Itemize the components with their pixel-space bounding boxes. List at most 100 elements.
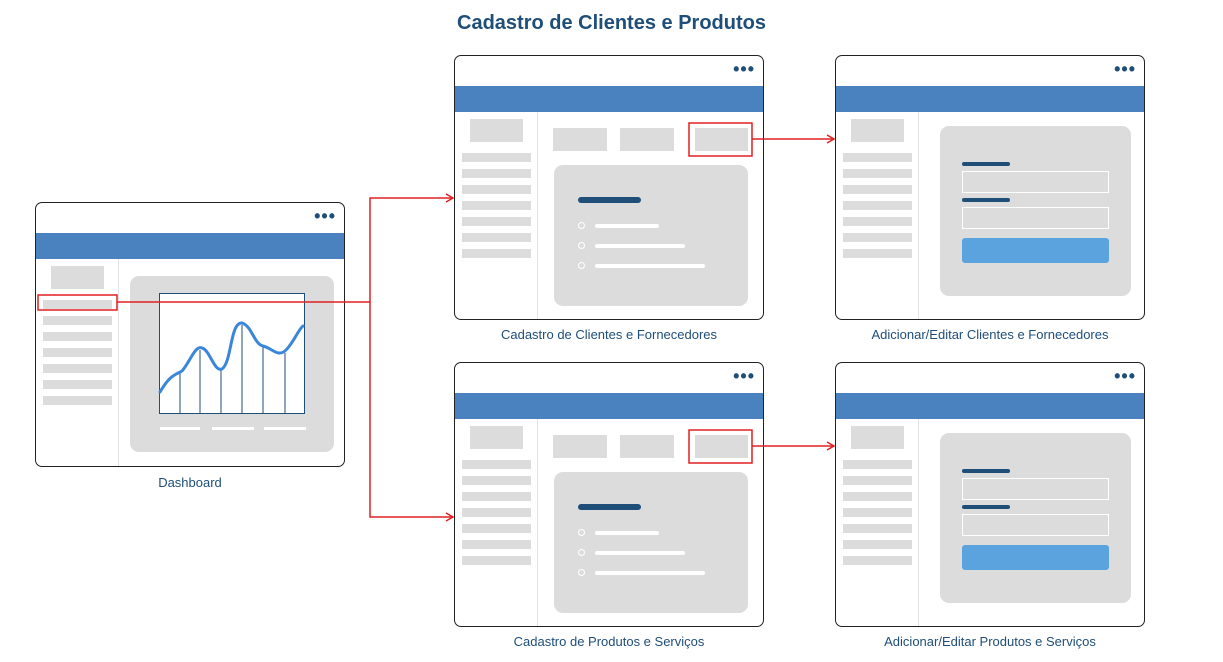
highlight-clientes-add	[688, 122, 753, 157]
radio-icon	[578, 549, 585, 556]
sidebar-logo-placeholder	[51, 266, 104, 289]
sidebar-item	[462, 508, 531, 517]
window-menu-icon: •••	[1114, 59, 1136, 79]
list-line	[595, 244, 685, 248]
chart-legend-line	[160, 427, 200, 430]
clientes-list-window: •••	[454, 55, 764, 320]
sidebar-item	[462, 540, 531, 549]
form-submit-button	[962, 238, 1109, 263]
list-line	[595, 264, 705, 268]
toolbar-button	[620, 128, 674, 151]
toolbar-button	[620, 435, 674, 458]
sidebar-item	[843, 540, 912, 549]
sidebar-logo-placeholder	[470, 119, 523, 142]
sidebar	[455, 419, 538, 626]
radio-icon	[578, 569, 585, 576]
sidebar-item	[843, 185, 912, 194]
sidebar-logo-placeholder	[851, 426, 904, 449]
window-menu-icon: •••	[1114, 366, 1136, 386]
sidebar-item	[462, 524, 531, 533]
list-heading-line	[578, 197, 641, 203]
add-button-placeholder	[695, 435, 748, 458]
sidebar-item	[462, 556, 531, 565]
sidebar-item	[843, 492, 912, 501]
list-panel	[554, 165, 748, 306]
radio-icon	[578, 222, 585, 229]
list-panel	[554, 472, 748, 613]
sidebar-item	[43, 396, 112, 405]
sidebar	[455, 112, 538, 319]
form-field	[962, 478, 1109, 500]
sidebar-item	[843, 460, 912, 469]
arrow-dashboard-to-produtos	[369, 302, 455, 522]
dashboard-window: •••	[35, 202, 345, 467]
diagram-title: Cadastro de Clientes e Produtos	[457, 12, 766, 34]
sidebar-item	[43, 316, 112, 325]
form-panel	[940, 433, 1131, 603]
caption-clientes-form: Adicionar/Editar Clientes e Fornecedores	[871, 327, 1109, 342]
sidebar-item	[843, 476, 912, 485]
arrow-dashboard-to-clientes	[117, 193, 455, 303]
sidebar-item	[843, 217, 912, 226]
window-header-bar	[36, 233, 344, 259]
list-heading-line	[578, 504, 641, 510]
sidebar-logo-placeholder	[851, 119, 904, 142]
highlight-dashboard-menu	[37, 294, 118, 311]
add-button-placeholder	[695, 128, 748, 151]
sidebar-item-highlighted	[43, 300, 112, 309]
toolbar-button	[553, 128, 607, 151]
sidebar-item	[843, 524, 912, 533]
chart-bars	[179, 325, 286, 413]
window-menu-icon: •••	[733, 59, 755, 79]
form-panel	[940, 126, 1131, 296]
window-menu-icon: •••	[733, 366, 755, 386]
form-label-line	[962, 198, 1010, 202]
clientes-form-window: •••	[835, 55, 1145, 320]
sidebar-item	[843, 556, 912, 565]
sidebar-item	[843, 153, 912, 162]
sidebar-item	[843, 508, 912, 517]
radio-icon	[578, 529, 585, 536]
sidebar-item	[462, 249, 531, 258]
sidebar-item	[43, 380, 112, 389]
highlight-produtos-add	[688, 429, 753, 464]
sidebar-item	[462, 169, 531, 178]
sidebar-item	[462, 201, 531, 210]
sidebar-item	[462, 217, 531, 226]
chart-legend-line	[212, 427, 254, 430]
form-field	[962, 514, 1109, 536]
sidebar-item	[462, 460, 531, 469]
sidebar-item	[462, 153, 531, 162]
form-label-line	[962, 469, 1010, 473]
produtos-form-window: •••	[835, 362, 1145, 627]
window-menu-icon: •••	[314, 206, 336, 226]
window-header-bar	[455, 86, 763, 112]
sidebar-item	[843, 169, 912, 178]
sidebar-item	[843, 233, 912, 242]
sidebar-item	[43, 364, 112, 373]
window-header-bar	[836, 393, 1144, 419]
form-label-line	[962, 162, 1010, 166]
list-line	[595, 551, 685, 555]
list-line	[595, 531, 659, 535]
radio-icon	[578, 262, 585, 269]
sidebar-item	[843, 249, 912, 258]
radio-icon	[578, 242, 585, 249]
sidebar-item	[462, 476, 531, 485]
form-label-line	[962, 505, 1010, 509]
connectors	[117, 134, 836, 522]
form-field	[962, 171, 1109, 193]
window-header-bar	[455, 393, 763, 419]
sidebar-item	[462, 185, 531, 194]
sidebar	[36, 259, 119, 466]
chart-line	[158, 321, 305, 394]
sidebar-logo-placeholder	[470, 426, 523, 449]
sidebar	[836, 419, 919, 626]
caption-produtos-form: Adicionar/Editar Produtos e Serviços	[884, 634, 1096, 649]
sidebar-item	[462, 233, 531, 242]
sidebar-item	[43, 332, 112, 341]
sidebar	[836, 112, 919, 319]
toolbar-button	[553, 435, 607, 458]
sidebar-item	[43, 348, 112, 357]
